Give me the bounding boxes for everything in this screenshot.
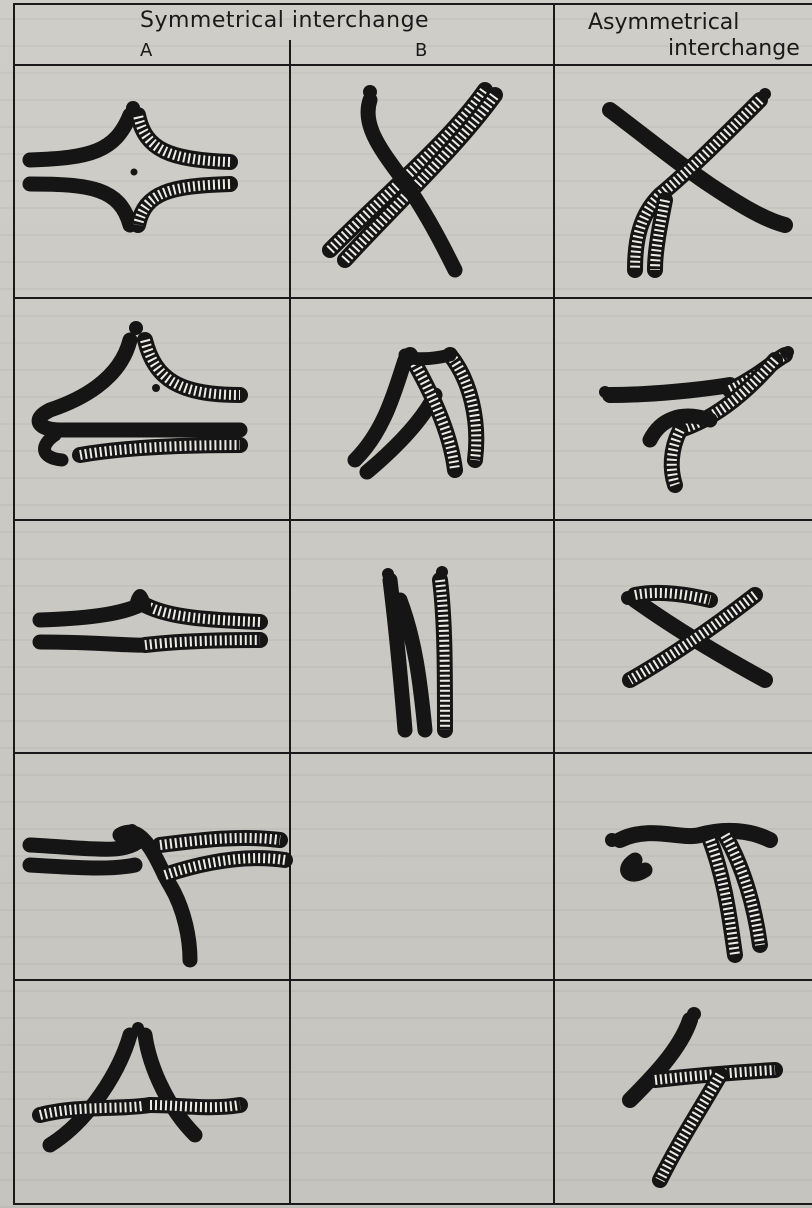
chromosome-r1-a (30, 101, 230, 225)
header-asymmetrical-line1: Asymmetrical (588, 10, 739, 35)
chromosome-r3-b (382, 566, 448, 730)
header-asymmetrical-line2: interchange (668, 36, 800, 61)
chromosome-r1-b (330, 85, 495, 270)
header-column-a: A (140, 40, 152, 61)
chromosome-r2-b (355, 355, 476, 472)
header-column-b: B (415, 40, 427, 61)
chromosome-r2-c (599, 346, 794, 485)
chromosome-r3-c (621, 591, 765, 680)
chromosome-r5-c (630, 1007, 775, 1180)
chromosome-r3-a (40, 595, 260, 646)
chromosome-r1-c (610, 88, 785, 270)
chromosome-r5-a (40, 1022, 240, 1145)
chromosome-r4-a (30, 824, 285, 960)
chromosome-r4-c (605, 831, 770, 955)
chromosome-r2-a (39, 321, 240, 460)
header-symmetrical: Symmetrical interchange (140, 8, 429, 33)
